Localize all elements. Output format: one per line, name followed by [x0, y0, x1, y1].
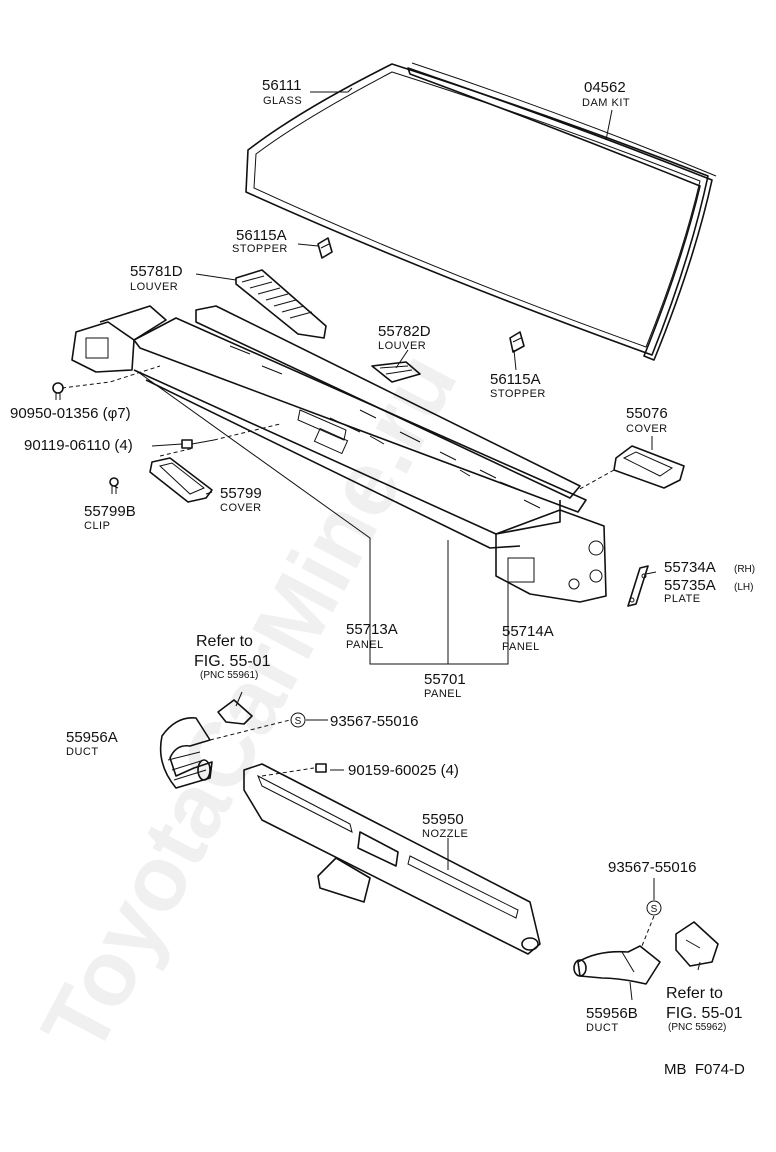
label-clip: 55799B CLIP [84, 503, 136, 532]
label-plate: 55734A (RH) 55735A (LH) PLATE [664, 559, 755, 605]
label-duct-b: 55956B DUCT [586, 1005, 638, 1034]
dam-kit-number: 04562 [584, 79, 626, 96]
plate-rh-number: 55734A [664, 559, 716, 576]
plate-name: PLATE [664, 593, 701, 605]
clip-name: CLIP [84, 520, 110, 532]
louver-d2-number: 55782D [378, 323, 431, 340]
refer-2-line2: FIG. 55-01 [666, 1005, 743, 1022]
screw-b-illustration [315, 763, 327, 773]
louver-d2-illustration [371, 361, 421, 383]
drawing-code: MB F074-D [664, 1061, 745, 1078]
clip-bolt-number: 90950-01356 (φ7) [10, 405, 131, 422]
cover-55076-name: COVER [626, 423, 668, 435]
refer-bracket-1-illustration [217, 699, 253, 725]
label-bolt: 90119-06110 (4) [24, 437, 133, 454]
louver-d-name: LOUVER [130, 281, 178, 293]
label-duct-a: 55956A DUCT [66, 729, 118, 758]
duct-a-number: 55956A [66, 729, 118, 746]
refer-2-line1: Refer to [666, 985, 723, 1002]
stopper-b-name: STOPPER [490, 388, 546, 400]
plate-illustration [627, 565, 649, 607]
panel-number: 55701 [424, 671, 466, 688]
panel-a-name: PANEL [346, 639, 384, 651]
refer-2-line3: (PNC 55962) [668, 1022, 726, 1033]
dam-kit-name: DAM KIT [582, 97, 630, 109]
label-refer-2: Refer to FIG. 55-01 (PNC 55962) [666, 985, 743, 1033]
label-screw-a: 93567-55016 [330, 713, 418, 730]
louver-d-illustration [235, 269, 327, 339]
duct-b-name: DUCT [586, 1022, 619, 1034]
label-cover-55076: 55076 COVER [626, 405, 668, 435]
screw-b-number: 90159-60025 (4) [348, 762, 459, 779]
leader-lines [61, 87, 701, 1001]
panel-a-number: 55713A [346, 621, 398, 638]
panel-b-number: 55714A [502, 623, 554, 640]
label-nozzle: 55950 NOZZLE [422, 811, 468, 840]
duct-a-name: DUCT [66, 746, 99, 758]
refer-bracket-2-illustration [675, 921, 719, 967]
glass-number: 56111 [262, 77, 302, 94]
bolt-illustration [181, 439, 215, 449]
duct-a-illustration [159, 717, 213, 789]
plate-lh-number: 55735A [664, 577, 716, 594]
stopper-a-number: 56115A [236, 227, 287, 244]
cover-55799-name: COVER [220, 502, 262, 514]
louver-d2-name: LOUVER [378, 340, 426, 352]
screw-a-number: 93567-55016 [330, 713, 418, 730]
label-dam-kit: 04562 DAM KIT [582, 79, 630, 109]
cover-55799-number: 55799 [220, 485, 262, 502]
label-stopper-a: 56115A STOPPER [232, 227, 288, 255]
bolt-number: 90119-06110 (4) [24, 437, 133, 454]
cover-55076-number: 55076 [626, 405, 668, 422]
refer-1-line1: Refer to [196, 633, 253, 650]
label-screw-b: 90159-60025 (4) [348, 762, 459, 779]
clip-bolt-illustration [52, 382, 64, 400]
nozzle-illustration [243, 763, 541, 955]
s-mark-1-label: S [295, 716, 302, 727]
s-mark-2-label: S [651, 904, 658, 915]
plate-lh-tag: (LH) [734, 582, 753, 593]
label-refer-1: Refer to FIG. 55-01 (PNC 55961) [194, 633, 271, 681]
label-louver-d: 55781D LOUVER [130, 263, 183, 293]
stopper-a-name: STOPPER [232, 243, 288, 255]
s-mark-2: S [646, 900, 662, 916]
panel-name: PANEL [424, 688, 462, 700]
duct-b-number: 55956B [586, 1005, 638, 1022]
cover-55799-illustration [149, 457, 213, 503]
plate-rh-tag: (RH) [734, 564, 755, 575]
label-stopper-b: 56115A STOPPER [490, 371, 546, 400]
stopper-b-number: 56115A [490, 371, 541, 388]
label-clip-bolt: 90950-01356 (φ7) [10, 405, 131, 422]
clip-number: 55799B [84, 503, 136, 520]
panel-b-name: PANEL [502, 641, 540, 653]
nozzle-name: NOZZLE [422, 828, 468, 840]
nozzle-number: 55950 [422, 811, 464, 828]
duct-b-illustration [573, 945, 661, 985]
refer-1-line2: FIG. 55-01 [194, 653, 271, 670]
label-louver-d2: 55782D LOUVER [378, 323, 431, 352]
label-panel-a: 55713A PANEL [346, 621, 398, 651]
stopper-b-illustration [509, 331, 525, 353]
label-cover-55799: 55799 COVER [220, 485, 262, 514]
louver-d-number: 55781D [130, 263, 183, 280]
label-panel-b: 55714A PANEL [502, 623, 554, 653]
label-glass: 56111 GLASS [262, 77, 302, 107]
cover-55076-illustration [613, 445, 685, 489]
cowl-panel-illustration [71, 305, 607, 603]
refer-1-line3: (PNC 55961) [200, 670, 258, 681]
screw-c-number: 93567-55016 [608, 859, 696, 876]
glass-name: GLASS [263, 95, 302, 107]
label-panel: 55701 PANEL [424, 671, 466, 700]
s-mark-1: S [290, 712, 306, 728]
stopper-a-illustration [317, 237, 333, 259]
glass-illustration [245, 62, 717, 361]
label-screw-c: 93567-55016 [608, 859, 696, 876]
